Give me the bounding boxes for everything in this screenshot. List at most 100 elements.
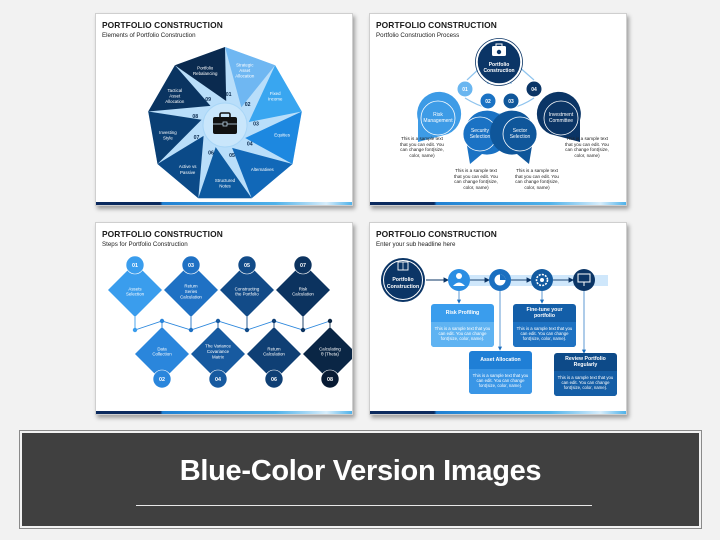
slide-steps-for-portfolio-construction[interactable]: PORTFOLIO CONSTRUCTION Steps for Portfol… [95,222,353,415]
segment-09 [174,47,227,101]
slide-subtitle: Elements of Portfolio Construction [102,32,196,39]
svg-text:04: 04 [215,377,221,383]
svg-text:Calculation: Calculation [180,294,202,299]
card-risk-profiling[interactable]: Risk Profiling This is a sample text tha… [431,304,494,347]
svg-text:Equities: Equities [274,133,290,138]
svg-text:07: 07 [194,135,200,141]
svg-text:Selection: Selection [510,134,531,140]
slide-portfolio-construction-flow[interactable]: PORTFOLIO CONSTRUCTION Enter your sub he… [369,222,627,415]
svg-text:Matrix: Matrix [212,354,225,359]
svg-text:05: 05 [244,263,250,269]
svg-text:Allocation: Allocation [235,74,255,79]
svg-text:θ (Theta): θ (Theta) [321,352,339,357]
svg-text:Selection: Selection [126,292,145,297]
step-diamond-08 [303,327,352,381]
svg-text:08: 08 [327,377,333,383]
presentation-icon [577,273,591,286]
slide-footer-bar [370,411,626,414]
user-icon [453,273,465,286]
svg-text:Income: Income [268,96,283,101]
segment-05 [198,147,252,199]
slide-portfolio-construction-process[interactable]: PORTFOLIO CONSTRUCTION Portfolio Constru… [369,13,627,206]
slide-subtitle: Portfolio Construction Process [376,32,460,39]
svg-text:Calculation: Calculation [263,352,285,357]
card-asset-allocation[interactable]: Asset Allocation This is a sample text t… [469,351,532,394]
step-diamond-04 [191,327,245,381]
svg-text:Portfolio: Portfolio [392,277,413,283]
segment-08 [148,65,211,112]
svg-text:Allocation: Allocation [165,99,185,104]
svg-text:Covariance: Covariance [207,349,230,354]
svg-text:09: 09 [205,97,211,103]
svg-text:01: 01 [462,87,468,93]
pie-chart-icon [494,274,506,286]
slide-title: PORTFOLIO CONSTRUCTION [376,229,497,239]
step-diamonds: 01AssetsSelection02DataCollection03Retur… [108,255,352,389]
svg-text:Style: Style [163,136,173,141]
svg-text:Sector: Sector [513,128,528,134]
svg-text:Committee: Committee [549,118,573,124]
svg-text:08: 08 [192,114,198,120]
svg-text:03: 03 [508,99,514,105]
svg-text:Collection: Collection [152,352,172,357]
svg-text:Assets: Assets [128,286,142,291]
slide-subtitle: Enter your sub headline here [376,241,456,248]
svg-text:Selection: Selection [470,134,491,140]
slide-subtitle: Steps for Portfolio Construction [102,241,188,248]
svg-text:Rebalancing: Rebalancing [193,71,218,76]
svg-text:the Portfolio: the Portfolio [235,292,259,297]
svg-text:Calculation: Calculation [292,292,314,297]
flow-diagram: Portfolio Construction [381,258,608,354]
banner-divider [136,505,592,506]
svg-text:06: 06 [208,151,214,157]
svg-text:Passive: Passive [180,170,196,175]
slide-footer-bar [96,411,352,414]
slide-title: PORTFOLIO CONSTRUCTION [102,20,223,30]
svg-text:06: 06 [271,377,277,383]
slide-title: PORTFOLIO CONSTRUCTION [376,20,497,30]
svg-text:01: 01 [226,92,232,98]
slide-footer-bar [370,202,626,205]
svg-text:Fixed: Fixed [270,91,281,96]
segment-labels: StrategicAssetAllocationFixedIncomeEquit… [159,63,291,189]
banner-title: Blue-Color Version Images [179,455,542,487]
svg-text:Asset: Asset [239,68,251,73]
svg-text:Return: Return [184,284,198,289]
svg-text:Data: Data [157,346,167,351]
segment-04 [232,147,293,199]
svg-text:Portfolio: Portfolio [489,62,510,68]
svg-text:Structured: Structured [215,178,236,183]
step-diamond-06 [247,327,301,381]
briefcase-icon [213,112,237,134]
svg-text:04: 04 [247,142,253,148]
segment-06 [157,135,204,199]
slide-title: PORTFOLIO CONSTRUCTION [102,229,223,239]
svg-text:04: 04 [531,87,537,93]
svg-text:Notes: Notes [219,183,231,188]
svg-text:Alternatives: Alternatives [251,167,275,172]
svg-text:Construction: Construction [387,284,419,290]
slide-elements-of-portfolio-construction[interactable]: PORTFOLIO CONSTRUCTION Elements of Portf… [95,13,353,206]
svg-text:07: 07 [300,263,306,269]
svg-text:03: 03 [253,121,259,127]
step-diamond-01 [108,263,162,317]
segment-02 [248,65,302,122]
svg-text:Tactical: Tactical [167,88,182,93]
svg-text:Asset: Asset [169,94,181,99]
gear-icon [535,273,549,287]
svg-text:Security: Security [471,128,490,134]
svg-text:03: 03 [188,263,194,269]
building-icon [397,261,409,271]
svg-text:Construction: Construction [483,68,514,74]
